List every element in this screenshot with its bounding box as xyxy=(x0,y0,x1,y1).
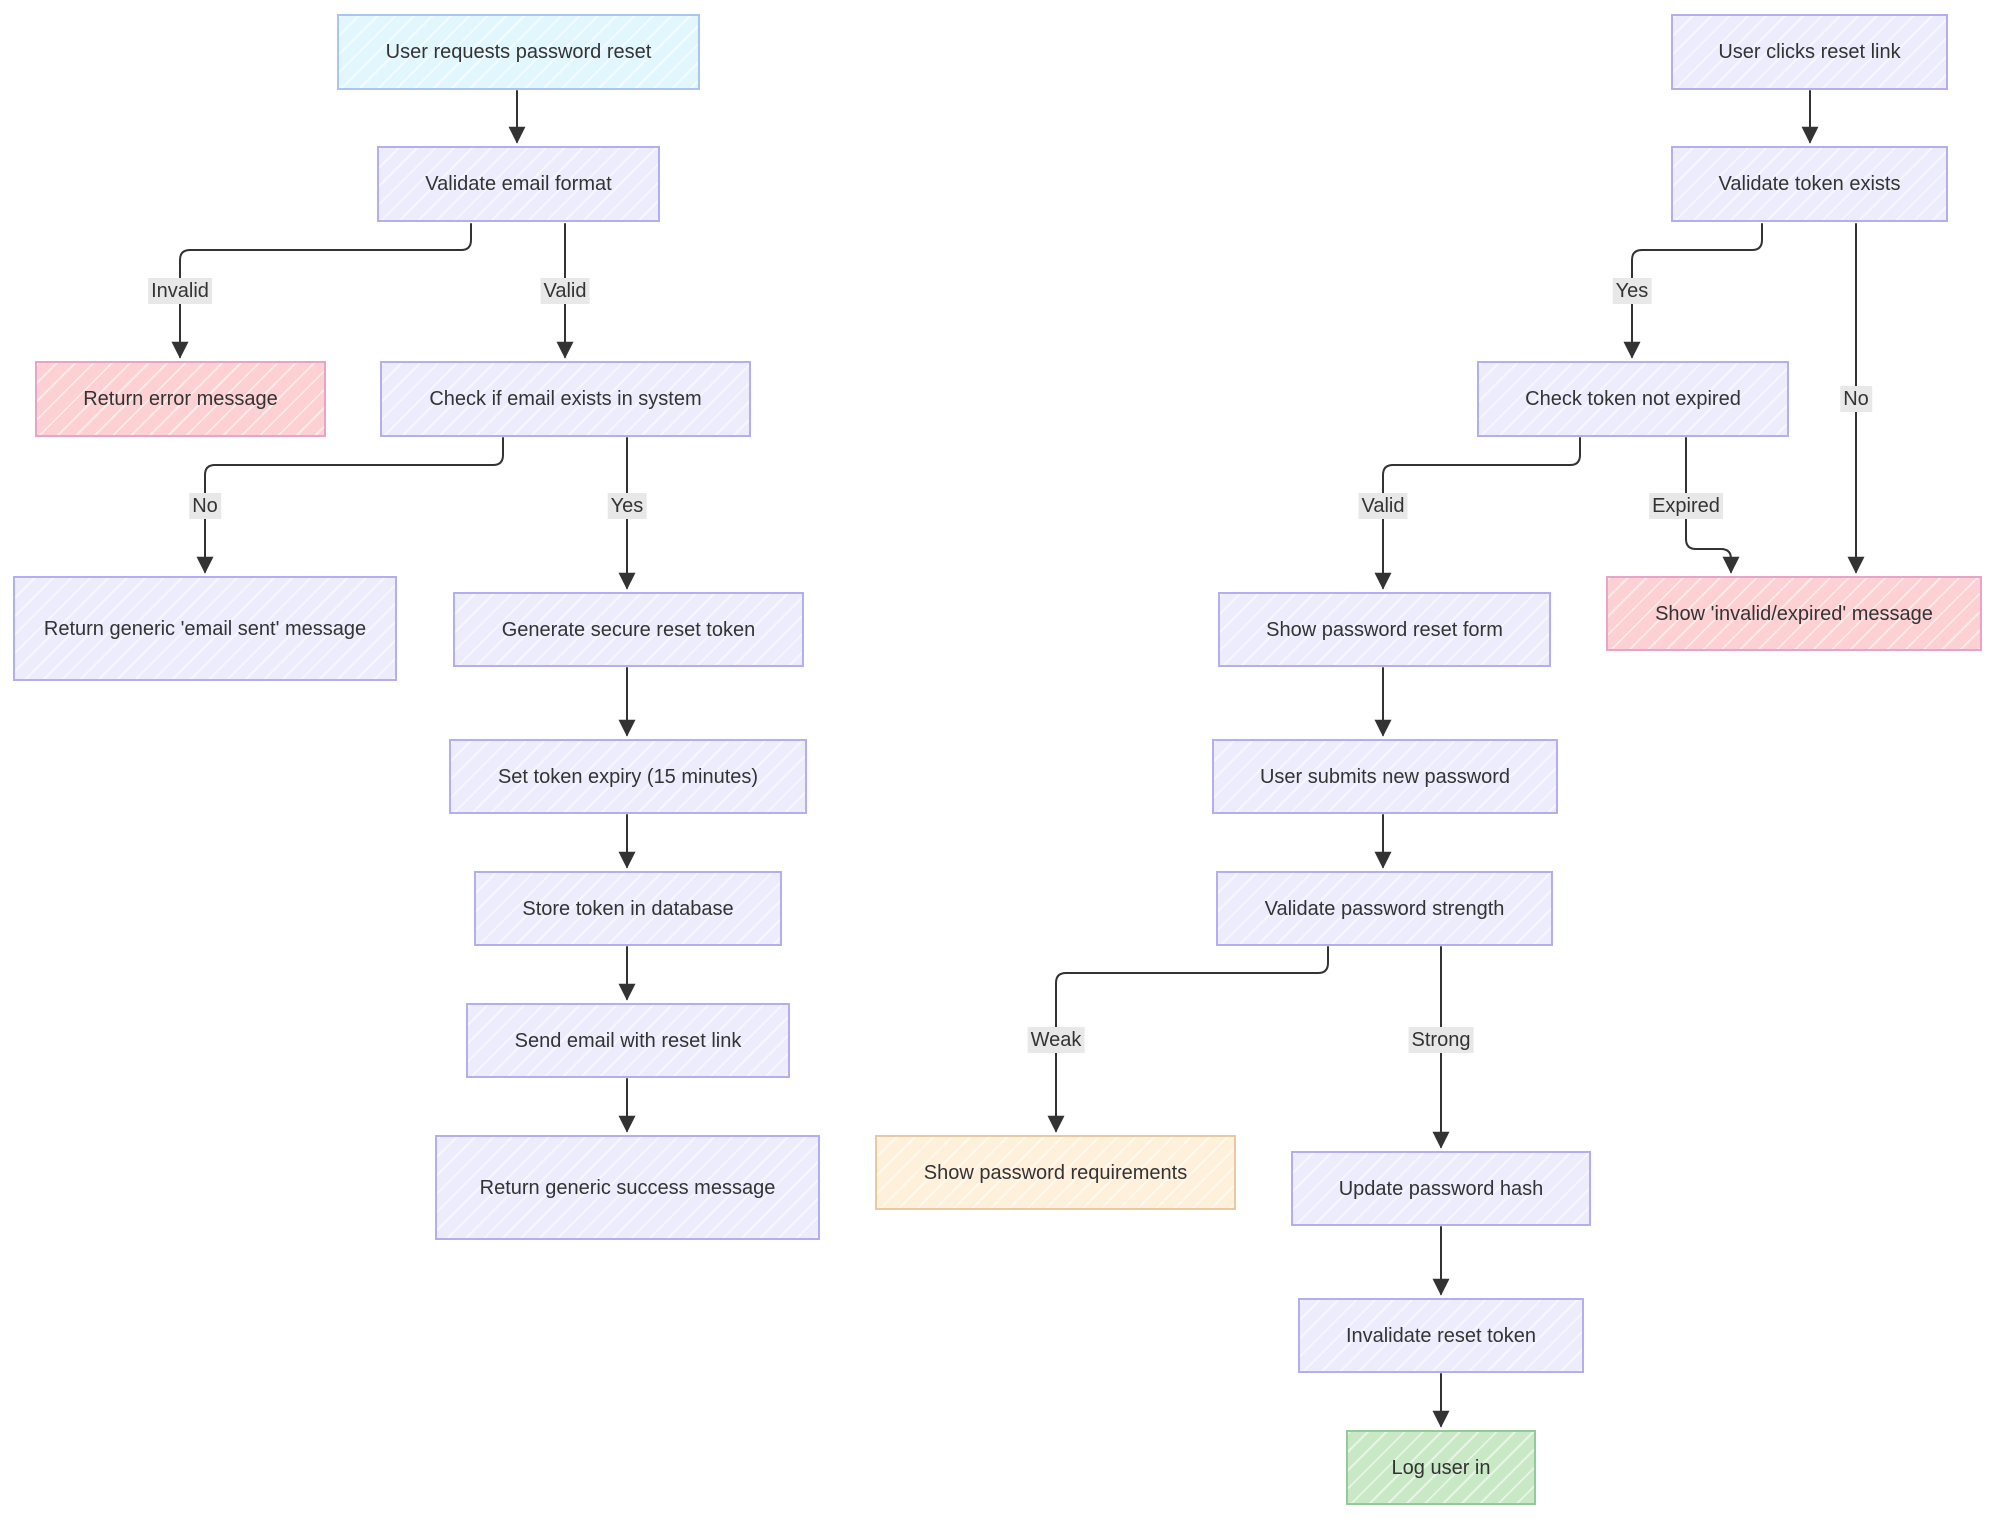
edge-label-valid-email: Valid xyxy=(540,278,590,304)
node-return-generic-email-sent: Return generic 'email sent' message xyxy=(13,576,397,681)
node-check-email-exists: Check if email exists in system xyxy=(380,361,751,437)
node-update-password-hash: Update password hash xyxy=(1291,1151,1591,1226)
edge-check-expired-expired xyxy=(1685,437,1740,574)
edge-strength-weak xyxy=(1047,946,1329,1133)
edge-check-expired-valid xyxy=(1374,437,1581,590)
node-return-generic-success: Return generic success message xyxy=(435,1135,820,1240)
edge-label-no-token: No xyxy=(1840,386,1872,412)
edge-validate-token-yes xyxy=(1623,223,1763,359)
node-validate-token-exists: Validate token exists xyxy=(1671,146,1948,222)
edge-label-yes-email: Yes xyxy=(607,493,647,519)
node-check-token-not-expired: Check token not expired xyxy=(1477,361,1789,437)
edge-label-strong: Strong xyxy=(1408,1027,1474,1053)
edge-validate-email-invalid xyxy=(171,223,472,359)
node-invalidate-reset-token: Invalidate reset token xyxy=(1298,1298,1584,1373)
edge-label-invalid: Invalid xyxy=(148,278,212,304)
node-validate-password-strength: Validate password strength xyxy=(1216,871,1553,946)
edge-label-expired: Expired xyxy=(1649,493,1723,519)
node-user-requests-reset: User requests password reset xyxy=(337,14,700,90)
node-show-invalid-expired: Show 'invalid/expired' message xyxy=(1606,576,1982,651)
node-show-password-requirements: Show password requirements xyxy=(875,1135,1236,1210)
node-validate-email-format: Validate email format xyxy=(377,146,660,222)
node-return-error-message: Return error message xyxy=(35,361,326,437)
node-log-user-in: Log user in xyxy=(1346,1430,1536,1505)
node-store-token-database: Store token in database xyxy=(474,871,782,946)
node-show-reset-form: Show password reset form xyxy=(1218,592,1551,667)
node-send-email-reset-link: Send email with reset link xyxy=(466,1003,790,1078)
edge-check-email-no xyxy=(196,437,504,574)
edge-label-yes-token: Yes xyxy=(1612,278,1652,304)
edge-label-weak: Weak xyxy=(1027,1027,1085,1053)
node-set-token-expiry: Set token expiry (15 minutes) xyxy=(449,739,807,814)
edge-label-valid-token: Valid xyxy=(1358,493,1408,519)
node-user-submits-password: User submits new password xyxy=(1212,739,1558,814)
node-generate-reset-token: Generate secure reset token xyxy=(453,592,804,667)
node-user-clicks-reset-link: User clicks reset link xyxy=(1671,14,1948,90)
edge-label-no-email: No xyxy=(189,493,221,519)
